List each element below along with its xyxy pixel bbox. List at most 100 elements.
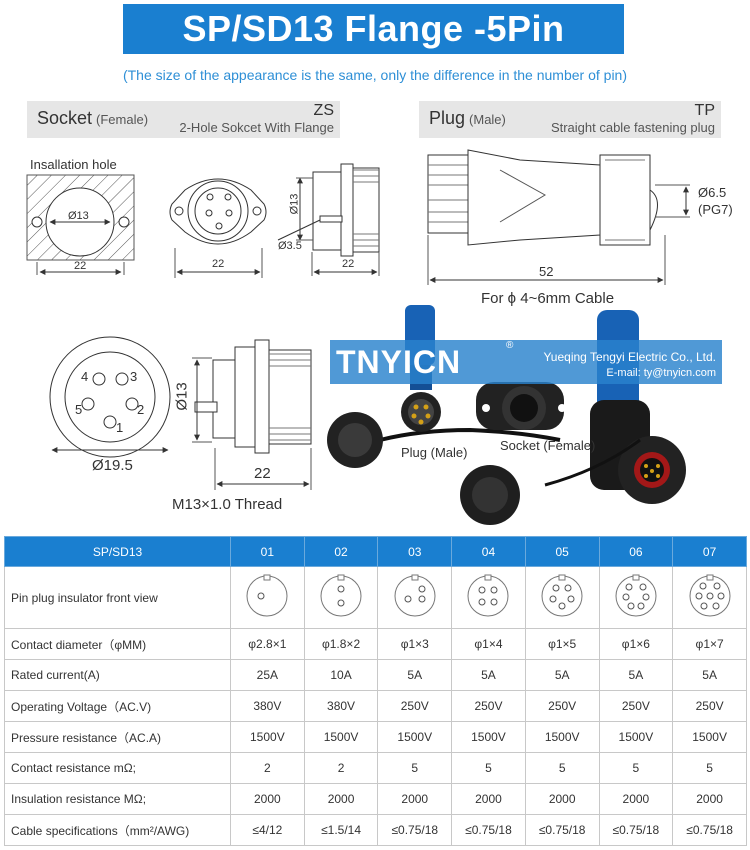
header-cell: 04 [451,536,526,567]
pin-dot [418,585,426,593]
table-cell: φ1×4 [451,628,526,660]
pin-dot [564,584,572,592]
plug-title: Plug(Male) [429,108,506,128]
pin-label-2: 2 [137,402,145,417]
pin-dot [418,595,426,603]
table-cell: 1500V [451,721,526,753]
table-cell: 1500V [598,721,674,753]
page-title: SP/SD13 Flange -5Pin [123,4,624,54]
table-cell: ≤0.75/18 [672,814,747,846]
table-cell: 2000 [377,783,453,815]
technical-drawings [26,149,690,525]
pin-dot [717,592,725,600]
socket-flange-front-view [169,178,267,278]
face-outer-diameter: Ø19.5 [92,457,133,474]
installation-hole-label: Insallation hole [30,157,117,172]
pin-insulator-icon [598,566,674,629]
socket-side-view [277,163,380,276]
table-cell: 1500V [303,721,379,753]
pin-dot [622,593,630,601]
table-cell: ≤0.75/18 [451,814,526,846]
pin-dot [337,585,345,593]
pin-dot [552,584,560,592]
pin-dot [699,582,707,590]
row-label: Contact diameter（φMM) [4,628,231,660]
table-cell: 2000 [598,783,674,815]
cable-note: For ϕ 4~6mm Cable [481,290,615,307]
pin-dot [700,602,708,610]
product-photo [327,305,686,525]
table-cell: 1500V [230,721,305,753]
pin-dot [257,592,265,600]
pin-layout-icon [467,574,509,617]
table-cell: 5 [451,752,526,784]
pin-layout-icon [689,574,731,617]
table-cell: 1500V [377,721,453,753]
table-cell: 10A [303,659,379,691]
table-cell: 5A [672,659,747,691]
spec-table-header: SP/SD13 01 02 03 04 05 06 07 [4,536,747,567]
table-cell: 2000 [524,783,600,815]
pin-insulator-icon [672,566,747,629]
table-cell: φ1×3 [377,628,453,660]
pin-label-5: 5 [75,402,83,417]
brand-company: Yueqing Tengyi Electric Co., Ltd. [543,350,716,364]
face-side-diameter: Ø13 [173,382,191,411]
table-cell: ≤0.75/18 [524,814,600,846]
row-label: Contact resistance mΩ; [4,752,231,784]
header-cell: 06 [598,536,674,567]
pin-layout-icon [320,574,362,617]
pin-dot [490,598,498,606]
pin-dot [478,598,486,606]
socket-side-width: 22 [342,258,355,270]
header-cell: SP/SD13 [4,536,231,567]
pin-dot [567,595,575,603]
pin-view-row: Pin plug insulator front view [4,566,747,629]
pin-label-3: 3 [130,369,138,384]
photo-plug-label: Plug (Male) [401,445,468,460]
header-cell: 05 [524,536,600,567]
table-cell: ≤4/12 [230,814,305,846]
pin-dot [639,583,647,591]
spec-table: SP/SD13 01 02 03 04 05 06 07 Pin plug in… [4,536,747,846]
socket-title: Socket(Female) [37,108,149,128]
table-cell: 250V [377,690,453,722]
brand-watermark: TNYICN ® Yueqing Tengyi Electric Co., Lt… [330,340,722,384]
pin-dot [713,582,721,590]
pin-label-4: 4 [81,369,89,384]
table-cell: 380V [230,690,305,722]
pin-dot [478,586,486,594]
plug-section-header: Plug(Male) TP Straight cable fastening p… [419,101,721,138]
pin-dot [337,599,345,607]
pin-dot [712,602,720,610]
plug-cable-diameter: Ø6.5 [698,185,727,200]
plug-length: 52 [539,264,554,279]
row-label: Operating Voltage（AC.V) [4,690,231,722]
table-cell: φ1.8×2 [303,628,379,660]
table-cell: ≤0.75/18 [598,814,674,846]
table-cell: φ1×7 [672,628,747,660]
row-label: Pressure resistance（AC.A) [4,721,231,753]
header-cell: 03 [377,536,453,567]
installation-hole-drawing [26,174,135,275]
pin-dot [558,602,566,610]
pin-insulator-icon [451,566,526,629]
plug-side-view [427,149,690,285]
pin-layout-icon [246,574,288,617]
table-cell: 250V [672,690,747,722]
pin-label-1: 1 [116,420,124,435]
socket-code: ZS [313,102,334,119]
table-cell: 2000 [303,783,379,815]
row-label: Insulation resistance MΩ; [4,783,231,815]
table-cell: 2000 [230,783,305,815]
face-side-width: 22 [254,465,271,482]
socket-desc: 2-Hole Sokcet With Flange [179,120,334,135]
installation-hole-width: 22 [74,260,87,272]
table-cell: 5 [598,752,674,784]
table-cell: 5A [377,659,453,691]
photo-socket-label: Socket (Female) [500,438,596,453]
